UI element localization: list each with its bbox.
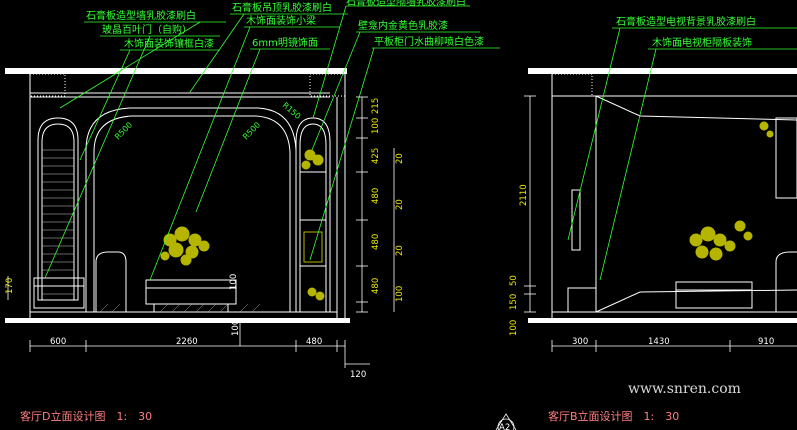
left-elevation (5, 68, 350, 323)
label-gypsum-partition: 石膏板造型隔墙乳胶漆刷白 (346, 0, 466, 8)
left-bottom-dimension-line (29, 320, 370, 368)
title-left-elevation: 客厅D立面设计图 1: 30 (20, 409, 152, 423)
vdim-20-a: 20 (395, 153, 405, 164)
arc-label-r500-left: R500 (113, 120, 134, 141)
vdim-480-c: 480 (371, 278, 381, 294)
title-right-elevation: 客厅B立面设计图 1: 30 (548, 409, 679, 423)
plant-decor-right (689, 121, 774, 261)
right-elevation (528, 68, 797, 323)
dim-170: 170 (5, 278, 15, 294)
louvered-door (37, 117, 79, 301)
arc-label-r500-right: R500 (241, 120, 262, 141)
label-wood-frame-white: 木饰面装饰镶框白漆 (124, 37, 214, 50)
rdim-910: 910 (758, 337, 774, 347)
left-leader-lines (44, 5, 500, 281)
main-arch-opening (85, 107, 297, 312)
label-tv-cabinet-shelf: 木饰面电视柜隔板装饰 (652, 36, 752, 49)
right-floor-slab (528, 318, 797, 323)
vdim-20-c: 20 (395, 245, 405, 256)
right-leader-lines (567, 27, 797, 281)
dim-600: 600 (50, 337, 66, 347)
dim-100-bottom: 100 (231, 320, 241, 336)
right-ceiling-slab (528, 68, 797, 74)
elevation-marker: A2 (495, 413, 517, 430)
label-gypsum-ceiling: 石膏板吊顶乳胶漆刷白 (232, 1, 332, 14)
label-tv-background: 石膏板造型电视背景乳胶漆刷白 (616, 15, 756, 28)
watermark: www.snren.com (628, 381, 741, 397)
rvdim-50: 50 (509, 275, 519, 286)
dim-120: 120 (350, 370, 366, 380)
label-louver-door: 玻晶百叶门（自购） (102, 23, 192, 36)
vdim-425: 425 (371, 148, 381, 164)
rvdim-150: 150 (509, 294, 519, 310)
vdim-100-a: 100 (371, 118, 381, 134)
left-floor-slab (5, 318, 350, 323)
elevation-marker-label: A2 (499, 423, 510, 430)
right-bottom-dimension-line (551, 340, 797, 352)
vdim-480-a: 480 (371, 188, 381, 204)
vdim-20-b: 20 (395, 199, 405, 210)
rvdim-100: 100 (509, 320, 519, 336)
label-mirror: 6mm明镜饰面 (252, 36, 318, 49)
rvdim-2110: 2110 (519, 184, 529, 206)
dim-100-table: 100 (229, 274, 239, 290)
vdim-215: 215 (371, 98, 381, 114)
rdim-300: 300 (572, 337, 588, 347)
vdim-480-b: 480 (371, 234, 381, 250)
label-niche-gold-paint: 壁龛内金黄色乳胶漆 (358, 19, 448, 32)
vdim-100-b: 100 (395, 286, 405, 302)
dim-2260: 2260 (176, 337, 198, 347)
label-wood-beam: 木饰面装饰小梁 (246, 14, 316, 27)
tv-cabinet (571, 189, 581, 251)
label-gypsum-wall-paint: 石膏板造型墙乳胶漆刷白 (86, 9, 196, 22)
plant-decor-left (160, 149, 325, 301)
dim-480: 480 (306, 337, 322, 347)
right-vertical-dimension-line (524, 95, 536, 313)
left-ceiling-slab (5, 68, 347, 74)
label-cabinet-door: 平板柜门水曲柳喷白色漆 (374, 35, 484, 48)
rdim-1430: 1430 (648, 337, 670, 347)
left-vertical-dimension-line (356, 96, 395, 313)
